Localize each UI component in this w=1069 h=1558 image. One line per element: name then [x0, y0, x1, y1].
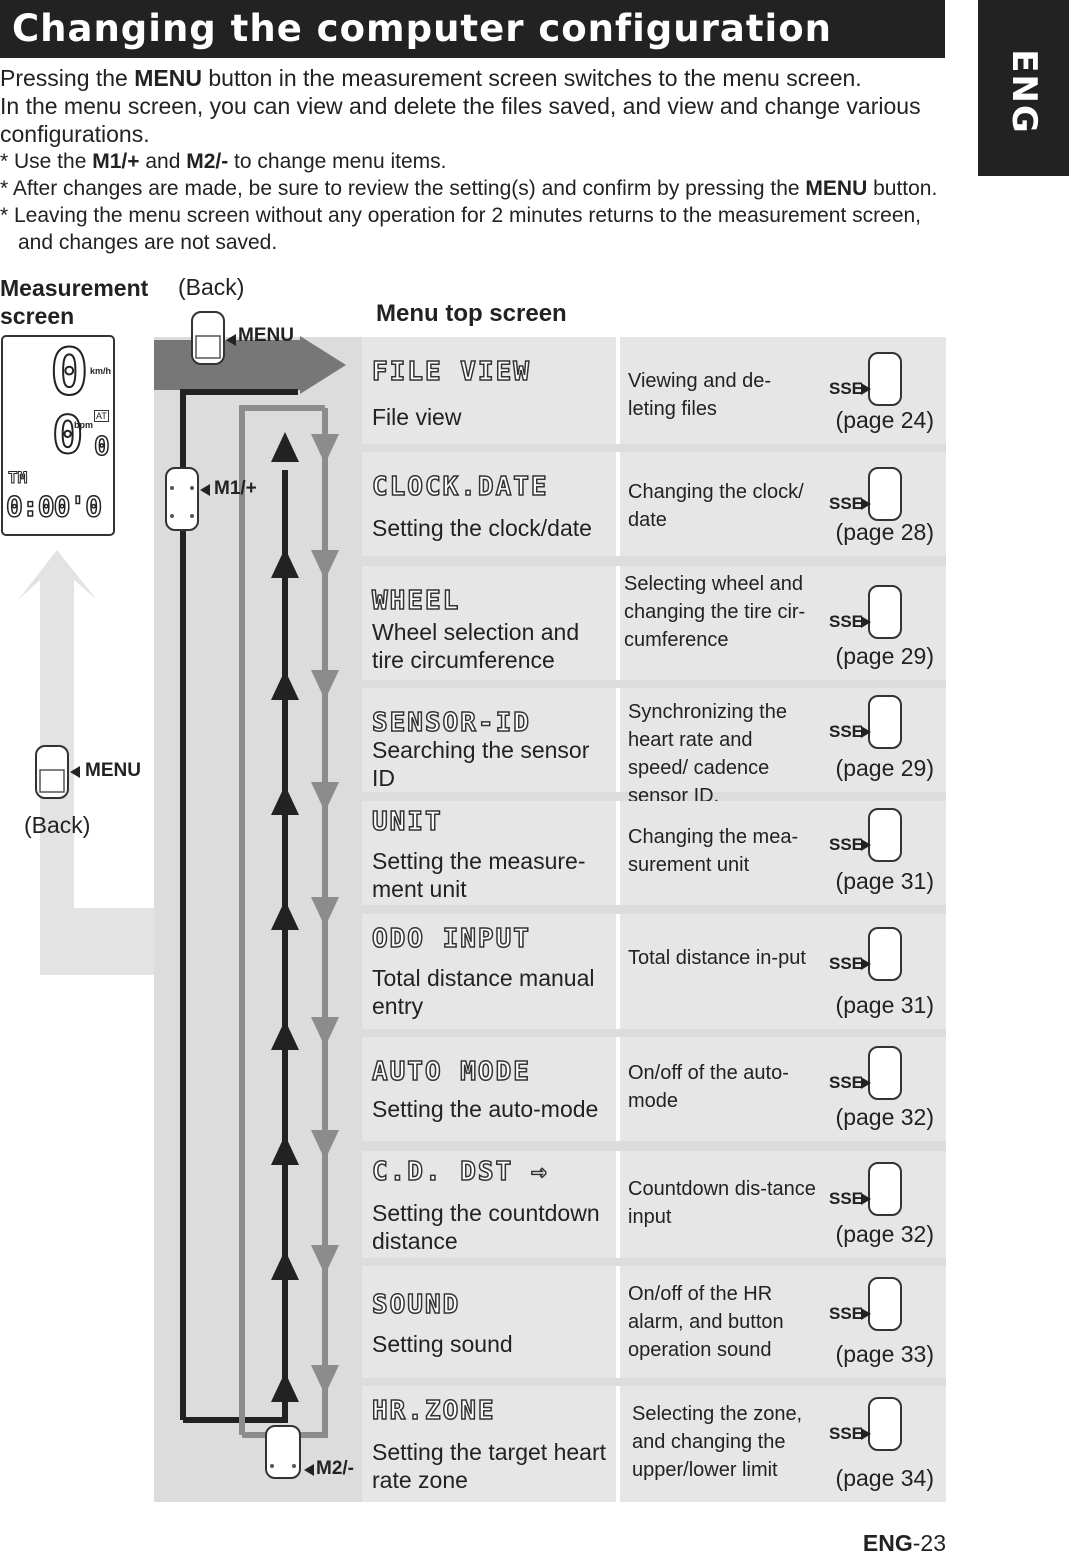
menu-row-auto-mode[interactable]: AUTO MODE Setting the auto-mode On/off o… — [362, 1037, 946, 1141]
menu-button-icon-top — [191, 311, 236, 365]
m1-button-label: M1/+ — [214, 478, 257, 499]
menu-row-clock-date[interactable]: CLOCK.DATE Setting the clock/date Changi… — [362, 452, 946, 556]
menu-row-sound[interactable]: SOUND Setting sound On/off of the HR ala… — [362, 1266, 946, 1378]
sse-icon: SSE — [829, 807, 911, 863]
sse-icon: SSE — [829, 1045, 911, 1101]
sse-icon: SSE — [829, 926, 911, 982]
sse-icon: SSE — [829, 584, 911, 640]
lcd-text: SOUND — [371, 1289, 461, 1321]
menu-row-hr-zone[interactable]: HR.ZONE Setting the target heart rate zo… — [362, 1386, 946, 1502]
menu-item-desc: On/off of the auto-mode — [628, 1062, 789, 1112]
page-ref: (page 29) — [835, 755, 934, 781]
menu-row-sensor-id[interactable]: SENSOR-ID Searching the sensor ID Synchr… — [362, 688, 946, 807]
up-arrows-column — [271, 432, 299, 1402]
lcd-text: SENSOR-ID — [371, 707, 531, 739]
page-ref: (page 31) — [835, 868, 934, 894]
menu-row-unit[interactable]: UNIT Setting the measure-ment unit Chang… — [362, 801, 946, 905]
menu-item-desc: Changing the mea-surement unit — [628, 826, 799, 876]
menu-item-name: Setting the measure-ment unit — [372, 848, 586, 902]
back-arrow-left — [18, 550, 154, 975]
lcd-hr-digit: 0 — [51, 405, 84, 467]
page-ref: (page 32) — [835, 1104, 934, 1130]
page-footer: ENG-23 — [862, 1530, 946, 1556]
lcd-text: FILE VIEW — [371, 356, 531, 388]
page-ref: (page 29) — [835, 643, 934, 669]
sse-icon: SSE — [829, 694, 911, 750]
intro-line-2: In the menu screen, you can view and del… — [0, 93, 921, 147]
menu-item-desc: Selecting wheel and changing the tire ci… — [624, 573, 806, 651]
menu-item-desc: Selecting the zone, and changing the upp… — [632, 1403, 803, 1481]
menu-item-desc: On/off of the HR alarm, and button opera… — [628, 1283, 784, 1361]
measurement-screen-label: Measurement screen — [0, 275, 149, 329]
menu-item-name: Setting sound — [372, 1331, 513, 1357]
menu-button-label-top: MENU — [238, 325, 294, 346]
lcd-speed-digit: 0 — [49, 335, 90, 411]
menu-item-name: Total distance manual entry — [372, 965, 595, 1019]
lcd-hr-unit: bpm — [74, 420, 93, 430]
menu-row-countdown-distance[interactable]: C.D. DST → Setting the countdown distanc… — [362, 1151, 946, 1258]
menu-item-name: File view — [372, 404, 462, 430]
menu-item-name: Wheel selection and tire circumference — [372, 619, 580, 673]
m2-button-label: M2/- — [316, 1458, 354, 1479]
lcd-text: HR.ZONE — [371, 1395, 496, 1427]
menu-item-desc: Synchronizing the heart rate and speed/ … — [628, 701, 787, 807]
menu-item-desc: Viewing and de-leting files — [628, 370, 772, 420]
menu-item-desc: Countdown dis-tance input — [628, 1178, 816, 1228]
note-1: * Use the M1/+ and M2/- to change menu i… — [0, 150, 447, 173]
note-3: * Leaving the menu screen without any op… — [0, 204, 922, 254]
page-ref: (page 28) — [835, 519, 934, 545]
menu-row-wheel[interactable]: WHEEL Wheel selection and tire circumfer… — [362, 566, 946, 680]
back-label-top: (Back) — [178, 274, 245, 300]
down-arrows-column — [311, 408, 339, 1400]
intro-text: Pressing the MENU button in the measurem… — [0, 64, 950, 256]
menu-button-label-left: MENU — [85, 760, 141, 781]
lcd-text: CLOCK.DATE — [371, 471, 549, 503]
menu-item-name: Setting the clock/date — [372, 515, 592, 541]
lcd-cadence-digit: 0 — [93, 431, 110, 463]
menu-item-name: Setting the target heart rate zone — [372, 1439, 606, 1493]
note-2: * After changes are made, be sure to rev… — [0, 177, 938, 200]
back-label-left: (Back) — [24, 812, 91, 838]
lcd-tm: TM — [7, 468, 28, 488]
language-tab: ENG — [978, 0, 1069, 176]
menu-item-desc: Total distance in-put — [628, 947, 806, 969]
grey-loop-line — [239, 405, 325, 1435]
page-ref: (page 24) — [835, 407, 934, 433]
sse-icon: SSE — [829, 1396, 911, 1452]
lcd-at-badge: AT — [94, 410, 109, 422]
sse-icon: SSE — [829, 1161, 911, 1217]
intro-line-1: Pressing the MENU button in the measurem… — [0, 65, 862, 91]
sse-icon: SSE — [829, 466, 911, 522]
sse-icon: SSE — [829, 351, 911, 407]
lcd-text: C.D. DST → — [371, 1156, 549, 1188]
menu-item-name: Setting the countdown distance — [372, 1200, 600, 1254]
measurement-lcd-content: 0 km/h AT 0 bpm 0 TM 0:00'0 — [0, 335, 114, 536]
menu-button-icon-left — [35, 745, 80, 799]
m1-button-icon — [165, 467, 210, 531]
lcd-text: ODO INPUT — [371, 923, 531, 955]
lcd-text: WHEEL — [371, 585, 461, 617]
lcd-text: UNIT — [371, 806, 443, 838]
lcd-time: 0:00'0 — [5, 489, 103, 524]
menu-item-name: Setting the auto-mode — [372, 1096, 599, 1122]
page-ref: (page 34) — [835, 1465, 934, 1491]
measurement-lcd-device — [1, 335, 115, 536]
m2-button-icon — [265, 1425, 314, 1479]
page-ref: (page 33) — [835, 1341, 934, 1367]
menu-item-name: Searching the sensor ID — [372, 737, 590, 791]
lcd-speed-unit: km/h — [90, 366, 112, 376]
menu-row-file-view[interactable]: FILE VIEW File view Viewing and de-letin… — [362, 337, 946, 444]
page-title: Changing the computer configuration — [0, 0, 945, 58]
page-ref: (page 31) — [835, 992, 934, 1018]
page-ref: (page 32) — [835, 1221, 934, 1247]
menu-item-desc: Changing the clock/ date — [628, 481, 804, 531]
black-loop-line — [180, 389, 298, 1420]
menu-top-screen-label: Menu top screen — [376, 300, 567, 327]
menu-row-odo-input[interactable]: ODO INPUT Total distance manual entry To… — [362, 914, 946, 1029]
sse-icon: SSE — [829, 1276, 911, 1332]
lcd-text: AUTO MODE — [371, 1056, 531, 1088]
